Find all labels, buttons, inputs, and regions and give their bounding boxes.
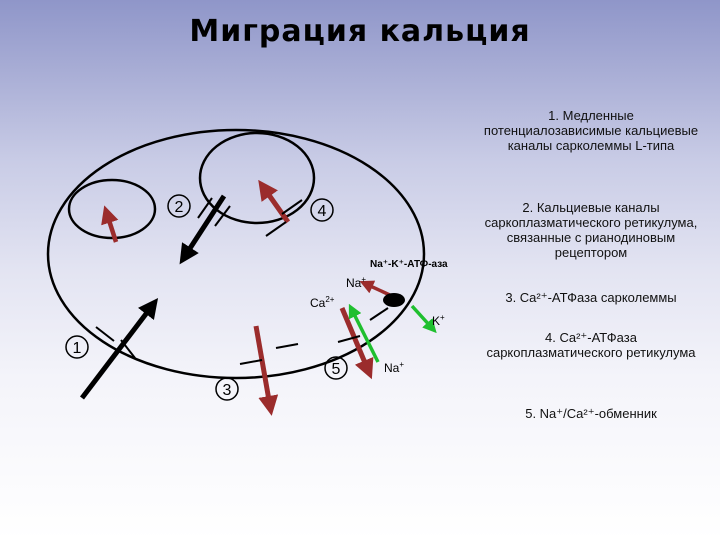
channel-2-mark-a: [197, 197, 213, 219]
marker-3-label: 3: [223, 382, 232, 399]
na-top-label: Na+: [346, 275, 366, 290]
k-label: K+: [432, 313, 445, 328]
arrow-5-na-influx: [348, 303, 380, 363]
legend-item-4: 4. Ca²⁺-АТФаза саркоплазматического рети…: [486, 330, 696, 360]
exchanger-5-mark-b: [369, 307, 389, 321]
na-k-atpase-label: Na⁺-K⁺-АТФ-аза: [370, 259, 448, 270]
legend-item-3: 3. Ca²⁺-АТФаза сарколеммы: [505, 290, 677, 305]
channel-2-mark-b: [214, 205, 231, 227]
arrow-5-ca-efflux: [339, 307, 374, 380]
arrow-k-influx: [410, 304, 437, 334]
arrow-4-sr-atpase: [258, 179, 291, 224]
marker-2: 2: [167, 194, 191, 218]
cell-membrane: [46, 128, 426, 380]
marker-5-label: 5: [332, 361, 341, 378]
legend-item-5: 5. Na⁺/Ca²⁺-обменник: [525, 406, 657, 421]
na-bottom-label: Na+: [384, 360, 404, 375]
marker-1: 1: [65, 335, 89, 359]
arrow-left-sr-red: [101, 205, 119, 243]
marker-5: 5: [324, 356, 348, 380]
marker-4: 4: [310, 198, 334, 222]
pump-4-mark-b: [281, 199, 303, 215]
legend-item-1: 1. Медленные потенциалозависимые кальцие…: [483, 108, 699, 153]
arrow-2-sr-release: [179, 194, 227, 265]
exchanger-5-mark-a: [337, 335, 361, 343]
ca-label: Ca2+: [310, 295, 335, 310]
na-k-atpase-pump: [383, 293, 405, 307]
page-title: Миграция кальция: [189, 14, 531, 49]
arrow-3-sarcolemma-atpase: [253, 325, 279, 416]
channel-1-mark-b: [120, 339, 136, 359]
pump-3-mark-a: [239, 359, 263, 365]
arrow-1-l-type-influx: [80, 298, 159, 400]
pump-3-mark-b: [275, 343, 299, 349]
sr-compartment-left: [67, 178, 157, 240]
arrow-na-efflux: [359, 280, 393, 298]
sr-compartment-right: [198, 131, 316, 225]
marker-1-label: 1: [73, 340, 82, 357]
marker-3: 3: [215, 377, 239, 401]
channel-1-mark-a: [95, 326, 115, 342]
marker-4-label: 4: [318, 203, 327, 220]
marker-2-label: 2: [175, 199, 184, 216]
legend-item-2: 2. Кальциевые каналы саркоплазматическог…: [484, 200, 698, 260]
pump-4-mark-a: [265, 221, 287, 237]
